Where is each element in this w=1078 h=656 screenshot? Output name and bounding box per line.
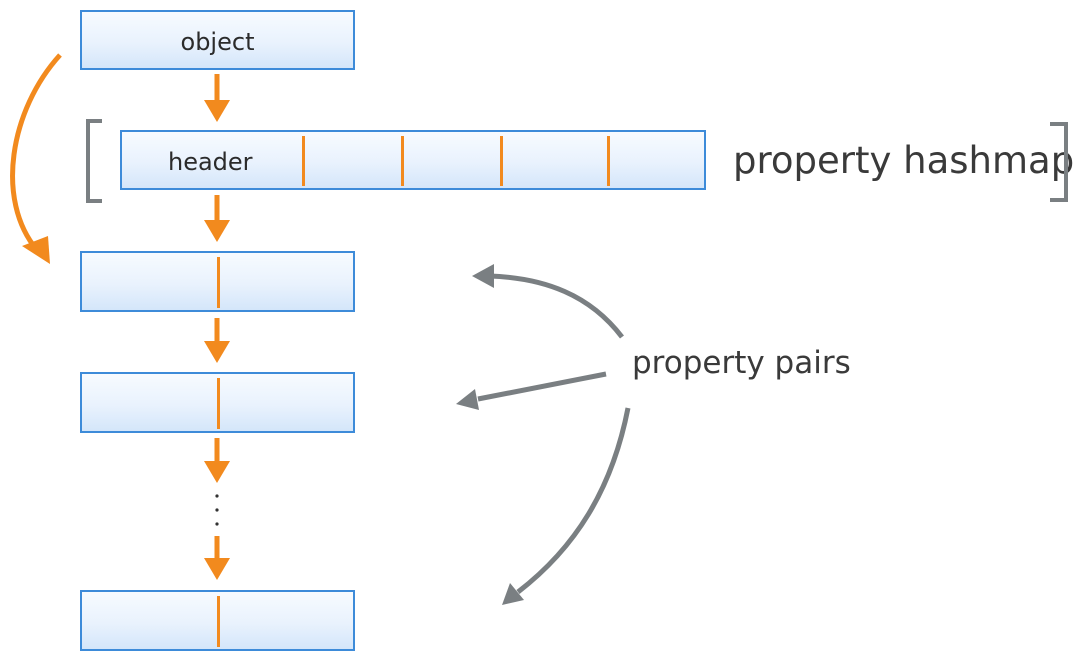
gray-pointer-arrow-icon	[502, 407, 631, 605]
orange-down-arrow-icon	[204, 438, 230, 483]
orange-curved-arrow-icon	[10, 53, 62, 264]
pair-divider	[217, 378, 220, 429]
pair-divider	[217, 596, 220, 647]
orange-down-arrow-icon	[204, 536, 230, 580]
pair-divider	[217, 257, 220, 308]
gray-bracket-icon	[1050, 122, 1068, 202]
gray-bracket-icon	[86, 119, 102, 203]
property-hashmap-label: property hashmap	[733, 139, 1075, 182]
property-pair-box-1	[80, 251, 355, 312]
orange-down-arrow-icon	[204, 74, 230, 122]
orange-down-arrow-icon	[204, 318, 230, 363]
gray-pointer-arrow-icon	[472, 264, 624, 339]
gray-pointer-arrow-icon	[456, 371, 607, 410]
hashmap-slot-divider	[607, 136, 610, 186]
property-pairs-label: property pairs	[632, 345, 851, 381]
hashmap-slot-divider	[302, 136, 305, 186]
header-label: header	[168, 148, 253, 176]
hashmap-slot-divider	[500, 136, 503, 186]
object-box: object	[80, 10, 355, 70]
property-pair-box-last	[80, 590, 355, 651]
header-box: header	[120, 130, 706, 190]
ellipsis-dots	[215, 494, 219, 526]
property-pair-box-2	[80, 372, 355, 433]
object-label: object	[180, 28, 255, 56]
hashmap-slot-divider	[401, 136, 404, 186]
orange-down-arrow-icon	[204, 195, 230, 242]
